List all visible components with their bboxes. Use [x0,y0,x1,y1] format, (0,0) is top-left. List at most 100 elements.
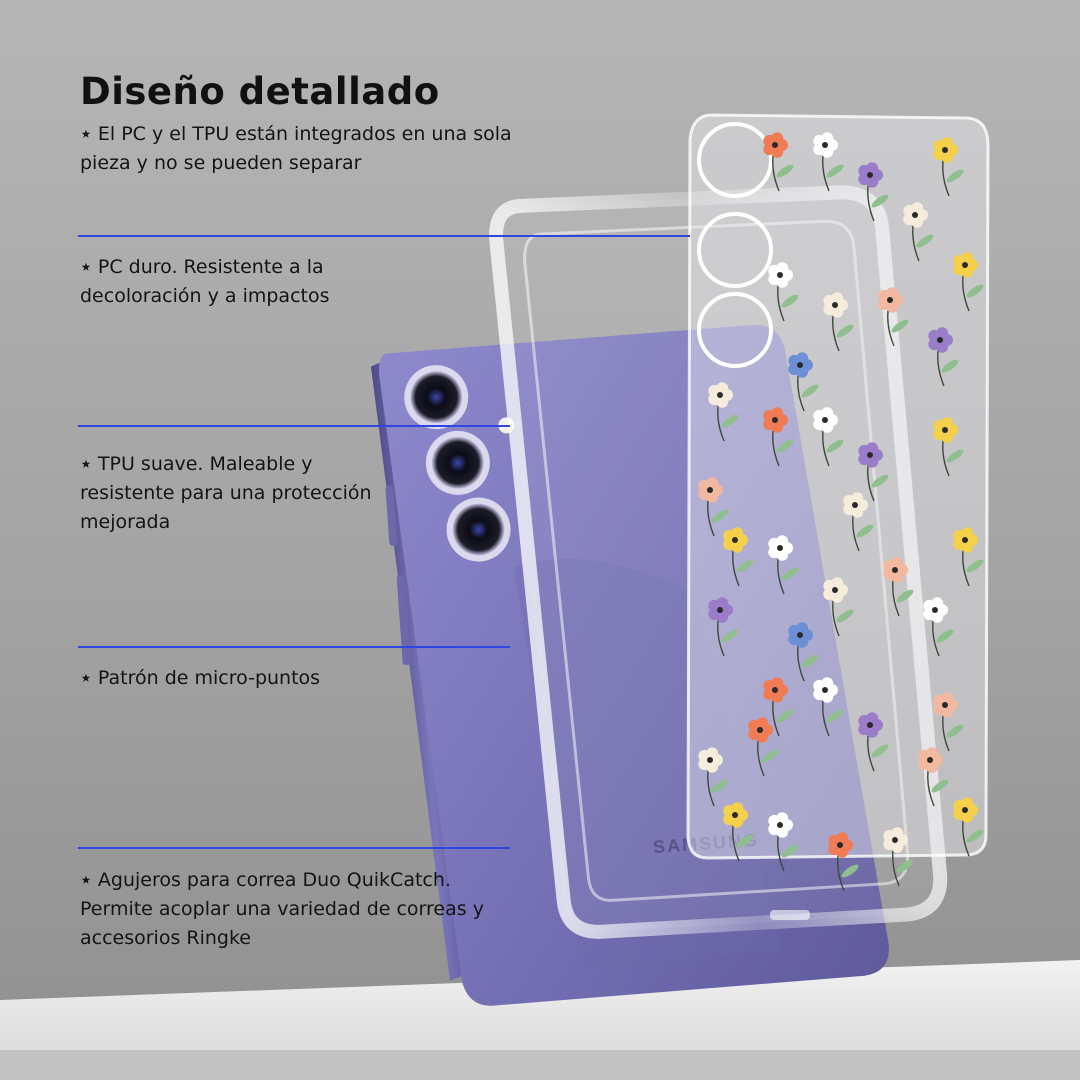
star-icon: ⋆ [80,869,92,891]
flower-leaf [946,449,964,463]
flower-center [837,842,843,848]
flower-petal [756,717,769,730]
flower-leaf [896,859,914,873]
flower-center [942,427,948,433]
flower-leaf [776,164,794,178]
flower-center [757,727,763,733]
flower-leaf [826,164,844,178]
flower-center [822,142,828,148]
flower-petal [961,527,974,540]
flower-center [772,142,778,148]
flower-petal [706,477,719,490]
flower-petal [931,597,944,610]
flower-petal [771,407,784,420]
floral-back-plate [686,113,990,892]
flower-leaf [966,284,984,298]
flower-center [717,392,723,398]
flower-leaf [856,524,874,538]
flower-leaf [761,749,779,763]
flower-leaf [711,509,729,523]
flower-petal [796,622,809,635]
phone: SAMSUNG [370,324,889,1006]
flower-leaf [721,629,739,643]
flower-petal [716,382,729,395]
star-icon: ⋆ [80,453,92,475]
flower-leaf [841,864,859,878]
flower-petal [891,557,904,570]
flower-petal [961,252,974,265]
flower-leaf [776,439,794,453]
flower-leaf [946,724,964,738]
feature-text: ⋆TPU suave. Maleable y resistente para u… [80,453,372,533]
divider-line [78,425,510,427]
flower-petal [941,417,954,430]
flower-leaf [736,834,754,848]
flower-center [942,147,948,153]
flower-center [777,545,783,551]
flower-leaf [871,474,889,488]
flower-petal [911,202,924,215]
flower-leaf [826,709,844,723]
flower-center [772,417,778,423]
camera-cutout [697,122,773,368]
feature-text: ⋆El PC y el TPU están integrados en una … [80,123,512,174]
flower-leaf [801,384,819,398]
flower-leaf [871,194,889,208]
flower-leaf [836,324,854,338]
flower-leaf [871,744,889,758]
flower-leaf [891,319,909,333]
feature-text: ⋆PC duro. Resistente a la decoloración y… [80,256,330,307]
flower-petal [771,132,784,145]
flower-center [962,262,968,268]
flower-center [822,687,828,693]
flower-petal [776,262,789,275]
flower-center [932,607,938,613]
flower-center [937,337,943,343]
flower-center [927,757,933,763]
flower-center [732,812,738,818]
flower-center [777,822,783,828]
flower-center [717,607,723,613]
flower-center [797,632,803,638]
flower-leaf [721,414,739,428]
flower-leaf [946,169,964,183]
flower-leaf [941,359,959,373]
flower-petal [886,287,899,300]
divider-line [78,235,690,237]
flower-petal [796,352,809,365]
flower-center [822,417,828,423]
flower-center [832,587,838,593]
flower-center [797,362,803,368]
flower-petal [941,137,954,150]
divider-line [78,646,510,648]
flower-petal [771,677,784,690]
feature-text: ⋆Agujeros para correa Duo QuikCatch. Per… [80,869,484,949]
flower-petal [821,677,834,690]
side-button [396,575,411,665]
flower-leaf [826,439,844,453]
flower-petal [961,797,974,810]
flower-center [732,537,738,543]
flower-center [962,807,968,813]
flower-center [887,297,893,303]
side-button [385,485,398,546]
flower-leaf [781,294,799,308]
flower-center [867,722,873,728]
flower-center [777,272,783,278]
flower-petal [831,292,844,305]
flower-petal [851,492,864,505]
flower-leaf [931,779,949,793]
flower-leaf [781,844,799,858]
flower-petal [836,832,849,845]
flower-center [707,757,713,763]
flower-center [892,837,898,843]
flower-petal [866,162,879,175]
divider-line [78,847,510,849]
flower-leaf [966,559,984,573]
flower-petal [866,712,879,725]
strap-hole [770,910,810,920]
flower-petal [731,802,744,815]
flower-petal [891,827,904,840]
flower-petal [936,327,949,340]
